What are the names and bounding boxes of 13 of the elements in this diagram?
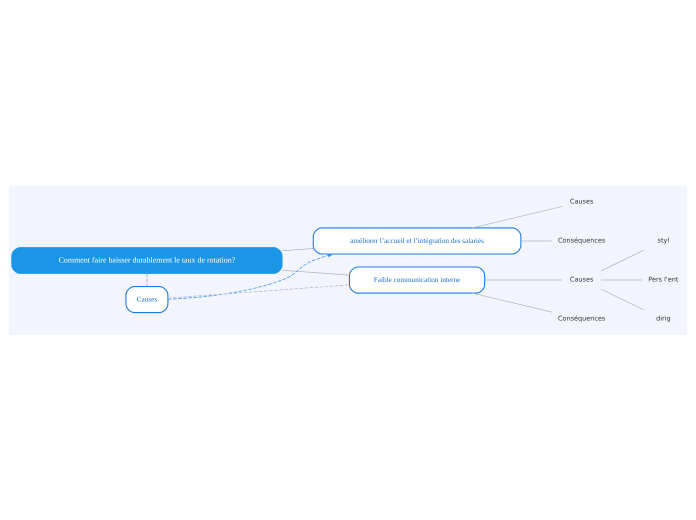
connector bbox=[600, 249, 644, 271]
connector bbox=[472, 206, 562, 228]
connector bbox=[168, 284, 350, 298]
node-box: Comment faire baisser durablement le taux de rotation? bbox=[11, 246, 283, 274]
connector bbox=[282, 248, 314, 251]
connector bbox=[600, 288, 644, 310]
connector bbox=[600, 279, 643, 280]
connector bbox=[520, 240, 552, 241]
connector bbox=[472, 292, 552, 312]
connector bbox=[282, 269, 350, 276]
connector bbox=[484, 279, 562, 280]
arrow bbox=[168, 252, 334, 300]
connector bbox=[146, 272, 148, 286]
